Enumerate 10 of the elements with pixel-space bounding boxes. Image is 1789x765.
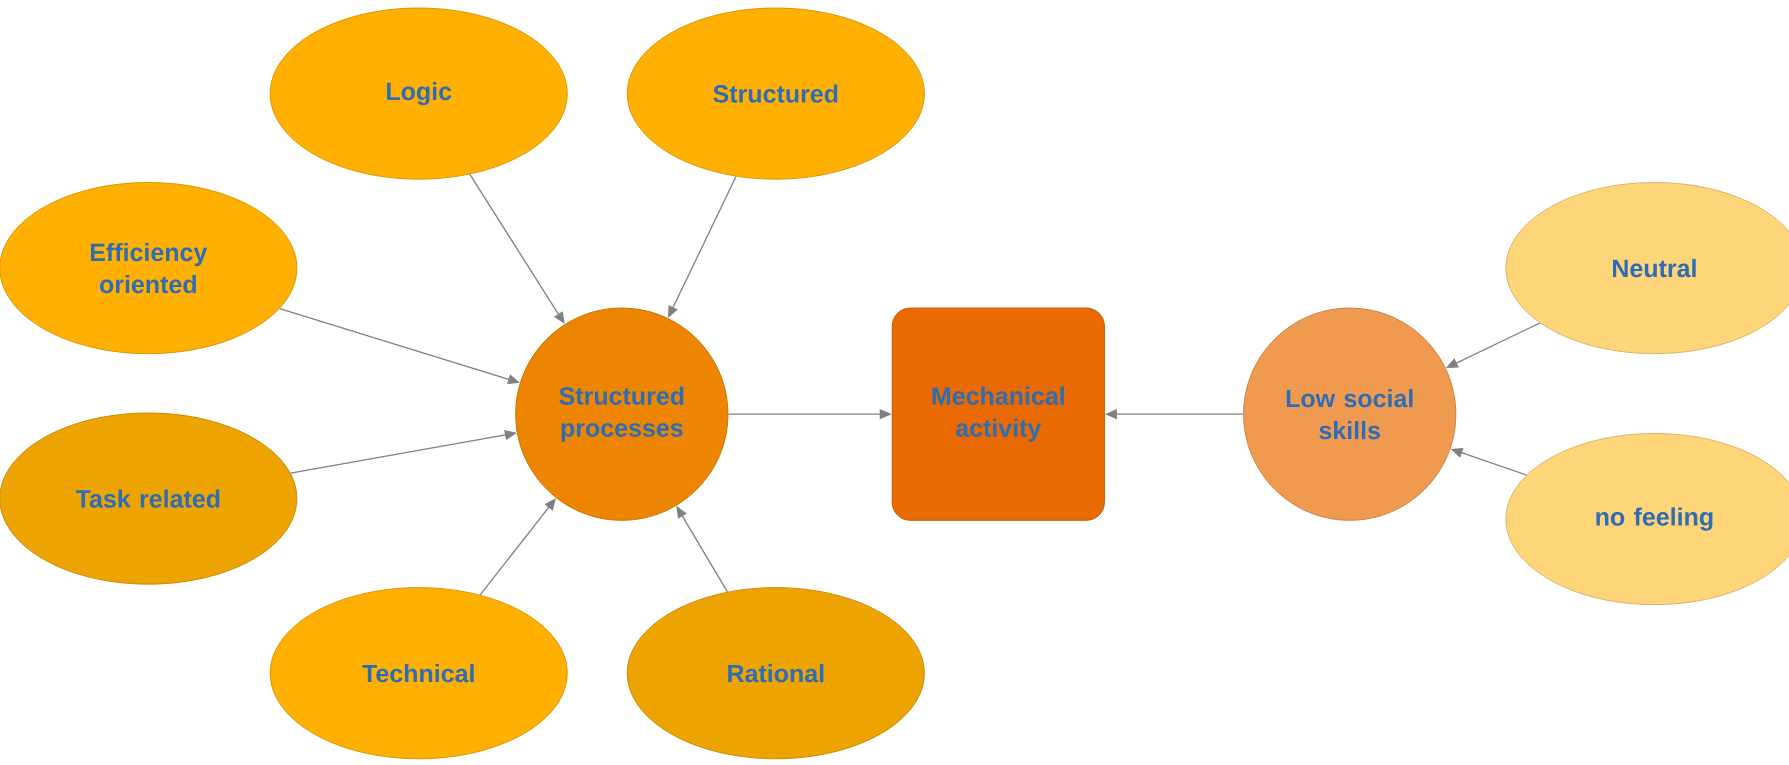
circle-node: Structured processes <box>515 307 729 521</box>
rounded-box: Mechanical activity <box>891 307 1105 521</box>
circle-node: Low social skills <box>1243 307 1457 521</box>
arrow <box>479 498 556 596</box>
ellipse-node: Rational <box>626 587 925 760</box>
ellipse-node: Technical <box>269 587 568 760</box>
ellipse-node: Logic <box>269 7 568 180</box>
ellipse-node: no feeling <box>1505 433 1789 606</box>
ellipse-node: Structured <box>626 7 925 180</box>
ellipse-node: Neutral <box>1505 182 1789 355</box>
